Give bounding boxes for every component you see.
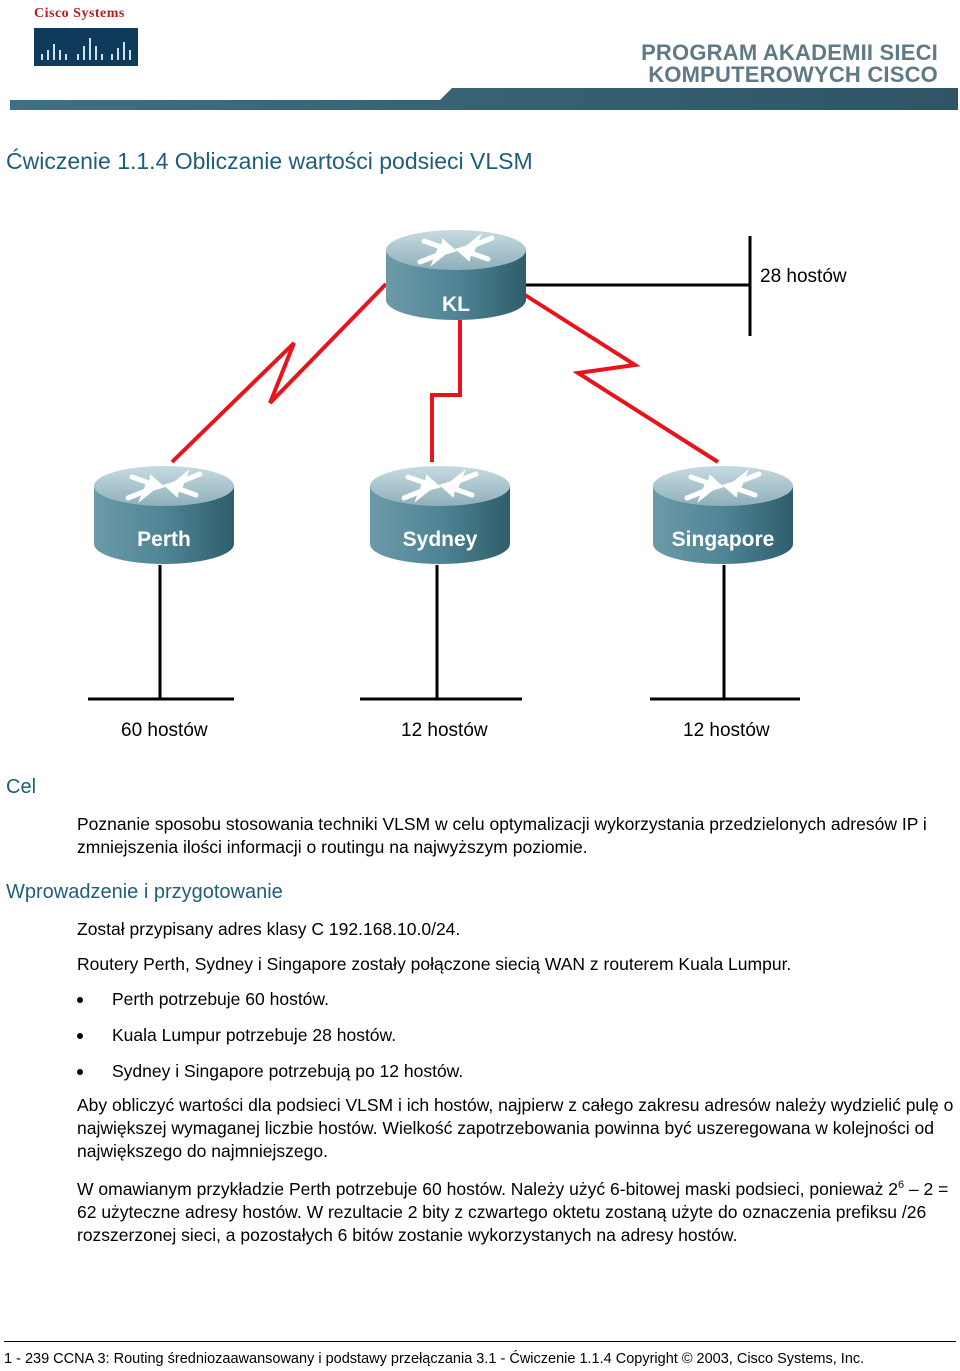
lan-label-perth: 60 hostów	[121, 720, 208, 741]
page-footer: 1 - 239 CCNA 3: Routing średniozaawansow…	[4, 1351, 865, 1367]
lan-label-sydney: 12 hostów	[401, 720, 488, 741]
router-arrows-icon	[417, 233, 495, 267]
router-label-singapore: Singapore	[672, 528, 775, 551]
list-item-text: Kuala Lumpur potrzebuje 28 hostów.	[112, 1025, 397, 1045]
objective-heading: Cel	[6, 776, 37, 798]
intro-paragraph-4: W omawianym przykładzie Perth potrzebuje…	[77, 1174, 957, 1247]
footer-divider	[4, 1341, 956, 1342]
wan-link-kl-perth	[170, 282, 388, 464]
cisco-brand-text: Cisco Systems	[34, 6, 125, 21]
cisco-bridge-icon	[34, 28, 138, 66]
network-diagram: KL Perth Sydney	[88, 230, 847, 741]
router-arrows-icon	[684, 469, 762, 503]
list-item-text: Perth potrzebuje 60 hostów.	[112, 989, 329, 1009]
intro-paragraph-2: Routery Perth, Sydney i Singapore został…	[77, 954, 792, 974]
program-title-line1: PROGRAM AKADEMII SIECI	[641, 40, 938, 65]
cisco-logo: Cisco Systems	[34, 6, 144, 66]
intro-heading: Wprowadzenie i przygotowanie	[6, 881, 283, 903]
paragraph-4-part-a: W omawianym przykładzie Perth potrzebuje…	[77, 1178, 898, 1199]
router-label-kl: KL	[442, 293, 470, 316]
lan-label-kl: 28 hostów	[760, 266, 847, 287]
header-band	[10, 88, 958, 110]
page-title: Ćwiczenie 1.1.4 Obliczanie wartości pods…	[6, 148, 533, 174]
lan-label-singapore: 12 hostów	[683, 720, 770, 741]
program-title: PROGRAM AKADEMII SIECI KOMPUTEROWYCH CIS…	[641, 42, 938, 86]
list-item-text: Sydney i Singapore potrzebują po 12 host…	[112, 1061, 464, 1081]
intro-paragraph-3: Aby obliczyć wartości dla podsieci VLSM …	[77, 1095, 954, 1161]
wan-link-kl-sydney	[430, 320, 462, 462]
bullet-icon	[77, 1069, 83, 1075]
router-arrows-icon	[125, 469, 203, 503]
paragraph-4-part-b: – 2 = 62 użyteczne adresy hostów. W rezu…	[77, 1178, 949, 1245]
router-kl: KL	[386, 230, 526, 320]
router-label-sydney: Sydney	[403, 528, 478, 551]
objective-text: Poznanie sposobu stosowania techniki VLS…	[77, 814, 927, 857]
router-sydney: Sydney	[370, 466, 510, 564]
exponent: 6	[897, 1179, 905, 1191]
router-perth: Perth	[94, 466, 234, 564]
router-singapore: Singapore	[653, 466, 793, 564]
bullet-icon	[77, 1033, 83, 1039]
router-arrows-icon	[401, 469, 479, 503]
intro-paragraph-1: Został przypisany adres klasy C 192.168.…	[77, 919, 461, 939]
wan-link-kl-singapore	[523, 293, 720, 464]
bullet-icon	[77, 997, 83, 1003]
router-label-perth: Perth	[137, 528, 191, 551]
program-title-line2: KOMPUTEROWYCH CISCO	[648, 62, 938, 87]
